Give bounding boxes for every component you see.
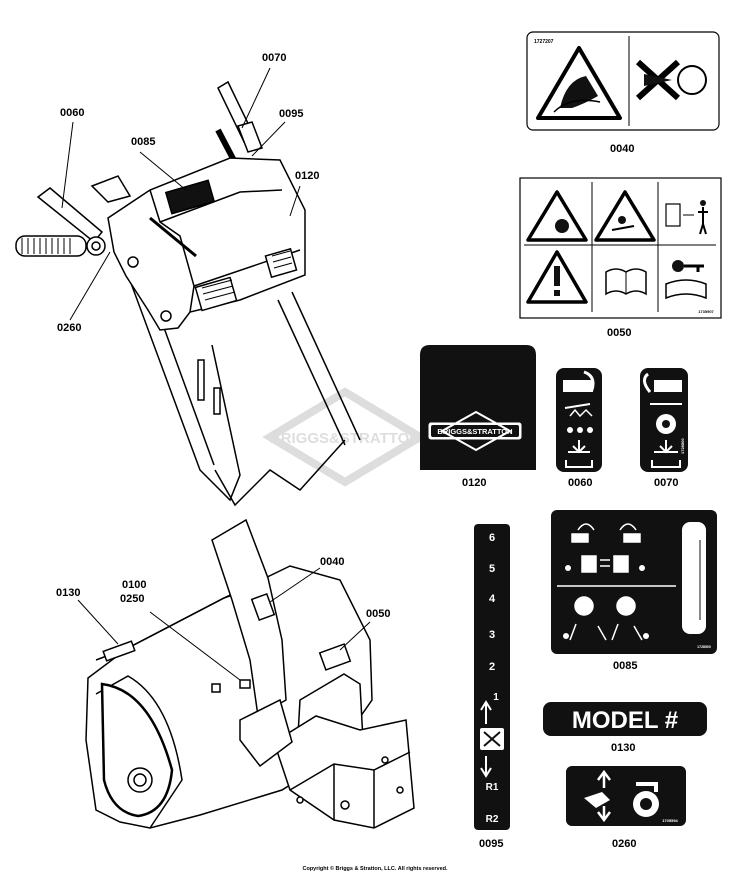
decal-0120: BRIGGS&STRATTON	[420, 345, 536, 470]
svg-text:3: 3	[489, 629, 495, 641]
svg-text:4: 4	[489, 593, 496, 605]
decal-0060	[556, 368, 602, 472]
svg-text:2: 2	[489, 661, 495, 673]
decal-0070: 1728500	[640, 368, 688, 472]
auger-housing	[85, 518, 415, 829]
decal-0085: 1728500	[551, 510, 717, 654]
decal-label-0085: 0085	[613, 660, 638, 672]
callout-0100: 0100	[122, 579, 147, 591]
callout-0250: 0250	[120, 593, 145, 605]
decal-label-0070: 0070	[654, 477, 679, 489]
svg-text:BRIGGS&STRATTON: BRIGGS&STRATTON	[270, 430, 420, 447]
svg-text:1735907: 1735907	[698, 309, 714, 314]
callout-0120: 0120	[295, 170, 320, 182]
watermark: BRIGGS&STRATTON	[262, 387, 428, 487]
decal-label-0130: 0130	[611, 742, 636, 754]
decal-0095: 6 5 4 3 2 1 R1 R2	[474, 524, 510, 830]
leader-lines-bottom	[77, 567, 371, 681]
svg-text:R2: R2	[486, 814, 499, 825]
svg-text:1728500: 1728500	[680, 438, 685, 454]
svg-text:BRIGGS&STRATTON: BRIGGS&STRATTON	[437, 427, 512, 436]
svg-text:6: 6	[489, 532, 495, 544]
decal-0040: 1727207	[526, 31, 720, 131]
decal-label-0095: 0095	[479, 838, 504, 850]
decal-label-0120: 0120	[462, 477, 487, 489]
callout-0095: 0095	[279, 108, 304, 120]
callout-0130: 0130	[56, 587, 81, 599]
callout-0060: 0060	[60, 107, 85, 119]
decal-0260: 1705594	[566, 766, 686, 826]
svg-text:5: 5	[489, 563, 495, 575]
decal-label-0040: 0040	[610, 143, 635, 155]
callout-0040: 0040	[320, 556, 345, 568]
svg-text:1728500: 1728500	[697, 645, 711, 649]
decal-0050: 1735907	[519, 177, 722, 319]
control-panel	[107, 157, 306, 331]
svg-text:1727207: 1727207	[534, 39, 554, 45]
decal-label-0050: 0050	[607, 327, 632, 339]
callout-0050: 0050	[366, 608, 391, 620]
callout-0085: 0085	[131, 136, 156, 148]
copyright-notice: Copyright © Briggs & Stratton, LLC. All …	[302, 866, 448, 872]
decal-label-0260: 0260	[612, 838, 637, 850]
svg-text:1: 1	[493, 692, 499, 703]
decal-0130: MODEL #	[543, 702, 707, 736]
svg-text:R1: R1	[486, 782, 499, 793]
handle-assembly	[15, 80, 361, 507]
decal-label-0060: 0060	[568, 477, 593, 489]
callout-0260: 0260	[57, 322, 82, 334]
leader-lines-top	[61, 67, 301, 321]
svg-text:1705594: 1705594	[662, 818, 678, 823]
svg-text:MODEL #: MODEL #	[572, 707, 678, 734]
callout-0070: 0070	[262, 52, 287, 64]
